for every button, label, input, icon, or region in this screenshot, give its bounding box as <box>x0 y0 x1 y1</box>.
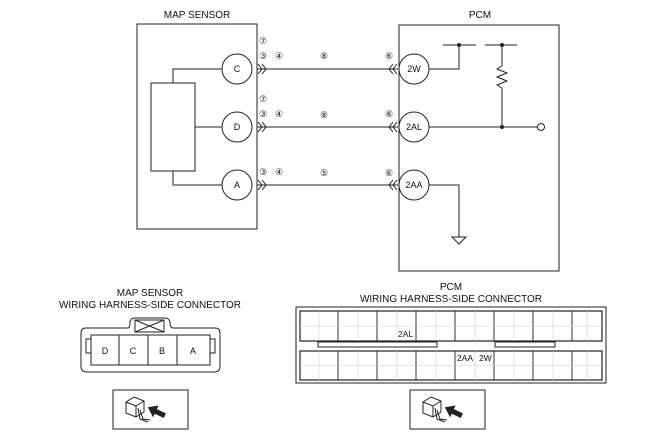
sensor-element <box>150 82 196 172</box>
map-connector <box>80 317 221 373</box>
pcm-note-mark: ⑥ <box>385 109 393 119</box>
pcm-power-rails <box>443 43 517 47</box>
note-mark: ④ <box>275 109 283 119</box>
note-mark: ⑦ <box>259 36 267 46</box>
map-terminal-a-label: A <box>234 180 240 190</box>
resistor-icon <box>495 45 509 127</box>
pcm-title: PCM <box>469 10 491 21</box>
map-terminal-d: D <box>221 111 253 143</box>
sensor-wire-a <box>172 171 223 186</box>
pcm-terminal-2w-label: 2W <box>407 64 421 74</box>
connector-view-icon <box>112 389 189 430</box>
sensor-wire-c <box>172 68 223 83</box>
map-connector-subtitle: WIRING HARNESS-SIDE CONNECTOR <box>59 300 241 311</box>
map-terminal-d-label: D <box>234 122 241 132</box>
wire-note-mark: ⑤ <box>320 168 328 178</box>
pcm-terminal-2aa: 2AA <box>398 169 430 201</box>
connector-view-icon <box>409 389 486 430</box>
map-terminal-c: C <box>221 53 253 85</box>
pcm-terminal-2aa-label: 2AA <box>405 180 422 190</box>
map-connector-pin-a: A <box>190 346 196 356</box>
pcm-terminal-2al-label: 2AL <box>406 122 422 132</box>
note-mark: ④ <box>275 51 283 61</box>
note-mark: ⑦ <box>259 94 267 104</box>
pcm-connector-cell-2al: 2AL <box>398 329 413 339</box>
ground-icon <box>450 236 468 245</box>
pcm-connector-title: PCM <box>440 282 462 293</box>
pcm-note-mark: ⑥ <box>385 51 393 61</box>
wire-c-2w <box>257 63 398 75</box>
map-sensor-title: MAP SENSOR <box>164 10 231 21</box>
note-mark: ③ <box>259 109 267 119</box>
map-connector-title: MAP SENSOR <box>117 288 184 299</box>
map-connector-pin-d: D <box>102 346 109 356</box>
pcm-box <box>398 24 560 272</box>
map-connector-pin-b: B <box>159 346 165 356</box>
connector-arrow-icon <box>257 63 263 75</box>
map-terminal-c-label: C <box>234 64 241 74</box>
map-connector-pin-c: C <box>130 346 137 356</box>
map-terminal-a: A <box>221 169 253 201</box>
pcm-note-mark: ⑥ <box>385 168 393 178</box>
pcm-wire-2w <box>429 45 460 70</box>
output-terminal-icon <box>537 123 545 131</box>
connector-arrow-icon <box>392 63 398 75</box>
wire-a-2aa <box>257 179 398 191</box>
junction-dot <box>500 125 504 129</box>
note-mark: ④ <box>275 167 283 177</box>
note-mark: ③ <box>259 51 267 61</box>
note-mark: ③ <box>259 167 267 177</box>
pcm-connector-subtitle: WIRING HARNESS-SIDE CONNECTOR <box>360 294 542 305</box>
pcm-connector <box>295 306 607 384</box>
pcm-connector-cell-2w: 2W <box>479 353 492 363</box>
wire-d-2al <box>257 121 398 133</box>
wire-note-mark: ⑧ <box>320 51 328 61</box>
pcm-connector-cell-2aa: 2AA <box>457 353 473 363</box>
wire-note-mark: ⑧ <box>320 110 328 120</box>
pcm-terminal-2w: 2W <box>398 53 430 85</box>
pcm-terminal-2al: 2AL <box>398 111 430 143</box>
pcm-wire-2aa <box>429 184 460 237</box>
